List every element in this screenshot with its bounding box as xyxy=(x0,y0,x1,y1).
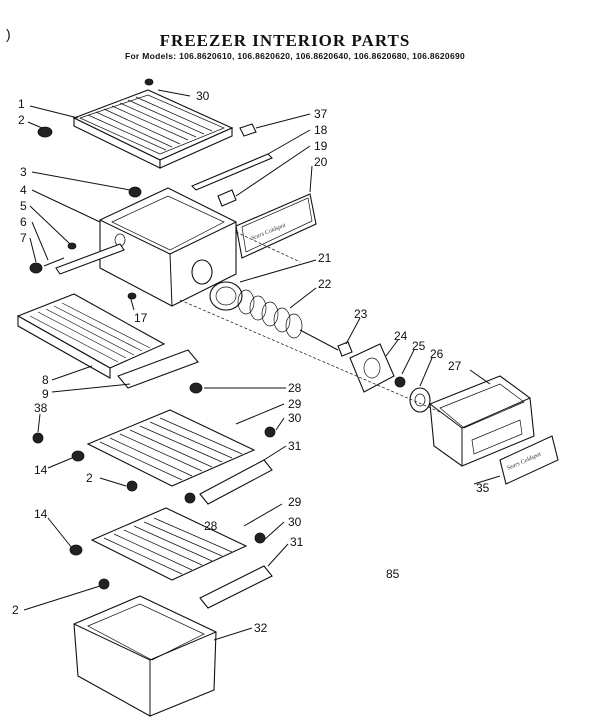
screw-icon xyxy=(184,492,196,504)
callout: 35 xyxy=(476,481,490,495)
callout: 37 xyxy=(314,107,328,121)
callout: 9 xyxy=(42,387,49,401)
callout: 21 xyxy=(318,251,332,265)
callout: 3 xyxy=(20,165,27,179)
callout: 22 xyxy=(318,277,332,291)
callout: 6 xyxy=(20,215,27,229)
ice-crusher-blade xyxy=(349,343,395,393)
screw-icon xyxy=(126,480,138,492)
callout: 29 xyxy=(288,397,302,411)
rail-roller xyxy=(189,382,203,394)
callout: 32 xyxy=(254,621,268,635)
callout: 30 xyxy=(288,411,302,425)
screw-icon xyxy=(254,532,266,544)
callout-labels: 1 2 30 3 4 5 6 7 37 18 19 20 21 22 23 24… xyxy=(12,89,490,635)
page-bracket: ) xyxy=(6,26,11,42)
bucket-nameplate: Sears Coldspot xyxy=(499,435,559,485)
callout: 31 xyxy=(288,439,302,453)
screw-icon xyxy=(144,78,154,86)
washer xyxy=(394,376,406,388)
ice-bucket xyxy=(429,375,535,467)
callout: 5 xyxy=(20,199,27,213)
callout: 31 xyxy=(290,535,304,549)
screw-icon xyxy=(128,186,142,198)
callout: 7 xyxy=(20,231,27,245)
clip xyxy=(239,123,257,137)
pin-icon xyxy=(43,257,65,267)
freezer-housing xyxy=(99,187,237,307)
callout: 20 xyxy=(314,155,328,169)
callout: 26 xyxy=(430,347,444,361)
leader-lines xyxy=(23,89,501,641)
alignment-line xyxy=(235,231,301,263)
callout: 18 xyxy=(314,123,328,137)
auger-bearing xyxy=(209,281,243,311)
nameplate-panel: Sears Coldspot xyxy=(235,193,317,259)
screw-icon xyxy=(264,426,276,438)
shelf-cover-tube xyxy=(199,565,273,609)
callout: 1 xyxy=(18,97,25,111)
model-list: For Models: 106.8620610, 106.8620620, 10… xyxy=(124,51,466,61)
callout: 17 xyxy=(134,311,148,325)
top-wire-shelf xyxy=(72,89,234,169)
callout: 14 xyxy=(34,463,48,477)
page-title: FREEZER INTERIOR PARTS xyxy=(159,31,411,50)
screw-icon xyxy=(37,126,53,138)
shelf-cover-tube xyxy=(199,459,273,505)
freezer-basket xyxy=(73,595,217,717)
screw-icon xyxy=(98,578,110,590)
wire-shelf-lower xyxy=(90,507,248,581)
screw-icon xyxy=(29,262,43,274)
callout: 30 xyxy=(288,515,302,529)
screw-icon xyxy=(67,242,77,250)
callout: 2 xyxy=(18,113,25,127)
callout: 30 xyxy=(196,89,210,103)
callout: 24 xyxy=(394,329,408,343)
callout: 28 xyxy=(288,381,302,395)
callout: 38 xyxy=(34,401,48,415)
callout: 2 xyxy=(12,603,19,617)
shelf-front-trim xyxy=(117,349,199,389)
callout: 23 xyxy=(354,307,368,321)
callout: 29 xyxy=(288,495,302,509)
screw-icon xyxy=(69,544,83,556)
callout: 14 xyxy=(34,507,48,521)
screw-icon xyxy=(71,450,85,462)
callout: 2 xyxy=(86,471,93,485)
callout: 28 xyxy=(204,519,218,533)
callout: 4 xyxy=(20,183,27,197)
wire-shelf-upper xyxy=(86,409,256,487)
auger-spring xyxy=(237,289,339,351)
bearing-sleeve xyxy=(409,387,431,413)
auger-nut xyxy=(337,341,353,357)
callout: 27 xyxy=(448,359,462,373)
screw-icon xyxy=(32,432,44,444)
callout: 19 xyxy=(314,139,328,153)
page-code: 85 xyxy=(386,567,400,581)
callout: 25 xyxy=(412,339,426,353)
shelf-rail xyxy=(191,153,273,191)
bracket xyxy=(217,189,237,207)
mounting-bracket xyxy=(55,243,125,275)
callout: 8 xyxy=(42,373,49,387)
alignment-line xyxy=(179,299,441,413)
slide-out-shelf xyxy=(16,293,166,379)
screw-icon xyxy=(127,292,137,300)
